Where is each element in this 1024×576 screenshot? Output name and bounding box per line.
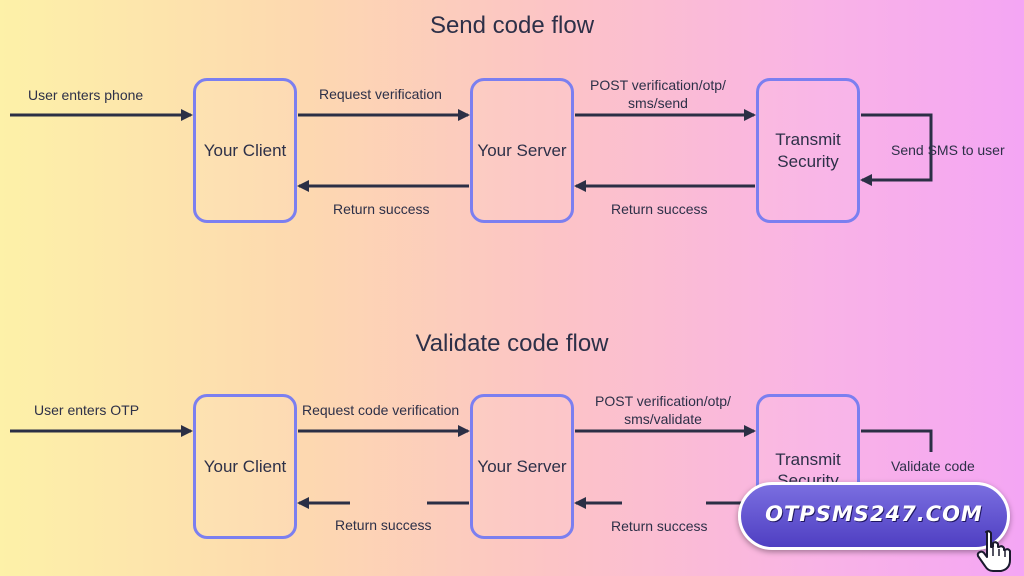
send-transmit-box: Transmit Security bbox=[756, 78, 860, 223]
otpsms247-badge[interactable]: OTPSMS247.COM bbox=[738, 482, 1010, 550]
badge-text: OTPSMS247.COM bbox=[765, 502, 983, 526]
validate-server-label: Your Server bbox=[477, 456, 567, 476]
validate-client-label: Your Client bbox=[203, 456, 287, 476]
validate-user-action-label: User enters OTP bbox=[34, 402, 140, 418]
validate-post-label: POST verification/otp/sms/validate bbox=[583, 392, 743, 428]
pointer-hand-icon bbox=[976, 530, 1011, 572]
send-server-label: Your Server bbox=[477, 140, 567, 160]
send-sms-loop-arrow bbox=[860, 113, 933, 186]
send-return-server-label: Return success bbox=[611, 201, 708, 217]
validate-return-server-label: Return success bbox=[611, 518, 708, 534]
send-post-line1: POST verification/otp/ bbox=[590, 77, 726, 93]
send-flow-title: Send code flow bbox=[429, 12, 595, 39]
send-return-client-label: Return success bbox=[333, 201, 430, 217]
send-user-action-label: User enters phone bbox=[28, 87, 144, 103]
send-sms-label: Send SMS to user bbox=[891, 142, 1005, 158]
send-client-label: Your Client bbox=[203, 140, 287, 160]
validate-return-client-label: Return success bbox=[335, 517, 432, 533]
validate-post-line1: POST verification/otp/ bbox=[595, 393, 731, 409]
send-client-box: Your Client bbox=[193, 78, 297, 223]
validate-flow-title: Validate code flow bbox=[415, 330, 609, 357]
send-post-label: POST verification/otp/sms/send bbox=[583, 76, 733, 112]
validate-code-loop-arrow bbox=[861, 429, 933, 452]
send-request-label: Request verification bbox=[319, 86, 442, 102]
validate-client-box: Your Client bbox=[193, 394, 297, 539]
validate-server-box: Your Server bbox=[470, 394, 574, 539]
send-post-line2: sms/send bbox=[628, 95, 688, 112]
send-transmit-label: Transmit Security bbox=[775, 130, 841, 171]
validate-code-label: Validate code bbox=[891, 458, 975, 474]
validate-request-label: Request code verification bbox=[302, 402, 460, 418]
validate-post-line2: sms/validate bbox=[624, 411, 702, 428]
send-server-box: Your Server bbox=[470, 78, 574, 223]
